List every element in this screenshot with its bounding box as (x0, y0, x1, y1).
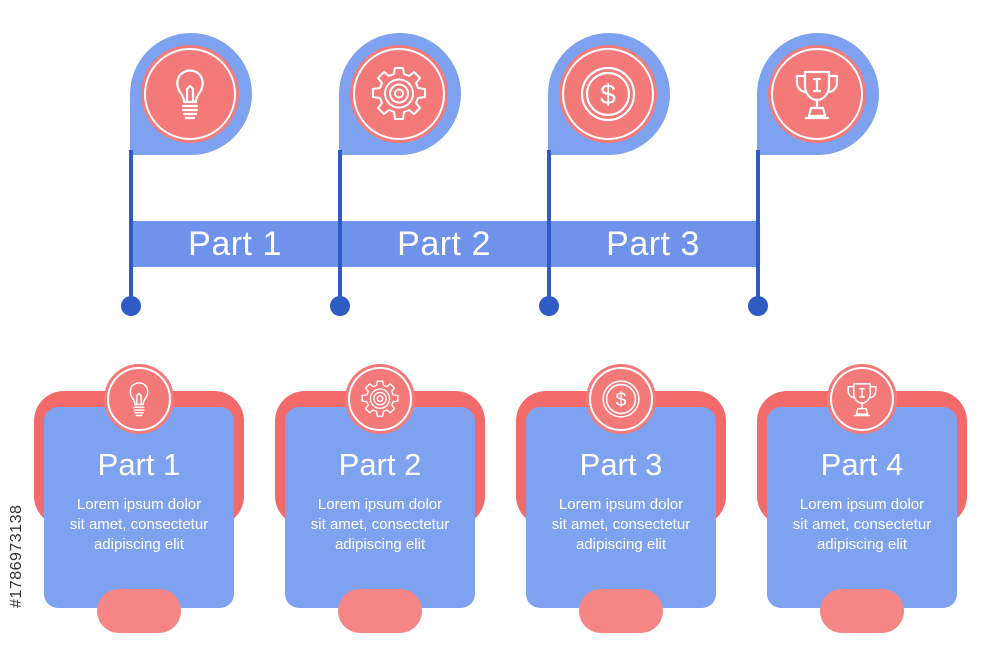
timeline-pin-circle-3 (562, 48, 654, 140)
timeline-pole-3 (547, 150, 551, 306)
timeline-segment-label-3: Part 3 (606, 225, 700, 263)
gear-icon (358, 377, 402, 421)
card-2-text-line-1: Lorem ipsum dolor (317, 496, 443, 513)
card-2-text-line-2: sit amet, consectetur (310, 516, 450, 533)
timeline-pole-2 (338, 150, 342, 306)
lightbulb-icon (158, 62, 222, 126)
card-2-icon-circle (348, 367, 412, 431)
trophy-icon (785, 62, 849, 126)
card-4-button[interactable] (820, 589, 904, 633)
card-1-text: Lorem ipsum dolor sit amet, consectetur … (44, 495, 234, 555)
card-2-title: Part 2 (338, 447, 422, 482)
card-1-text-line-1: Lorem ipsum dolor (76, 496, 202, 513)
dollar-coin-icon (599, 377, 643, 421)
card-2 (285, 407, 475, 608)
card-3 (526, 407, 716, 608)
card-1-icon-circle (107, 367, 171, 431)
card-1 (44, 407, 234, 608)
card-1-text-line-3: adipiscing elit (93, 536, 185, 553)
card-4 (767, 407, 957, 608)
dollar-coin-icon (576, 62, 640, 126)
timeline-segment-label-1: Part 1 (188, 225, 282, 263)
card-4-text-line-3: adipiscing elit (816, 536, 908, 553)
timeline-dot-2 (330, 296, 350, 316)
timeline-pole-4 (756, 150, 760, 306)
card-3-button[interactable] (579, 589, 663, 633)
card-4-title: Part 4 (820, 447, 904, 482)
card-4-text-line-2: sit amet, consectetur (792, 516, 932, 533)
card-3-text: Lorem ipsum dolor sit amet, consectetur … (526, 495, 716, 555)
card-4-icon-circle (830, 367, 894, 431)
card-2-text: Lorem ipsum dolor sit amet, consectetur … (285, 495, 475, 555)
card-3-title: Part 3 (579, 447, 663, 482)
card-2-text-line-3: adipiscing elit (334, 536, 426, 553)
card-4-text-line-1: Lorem ipsum dolor (799, 496, 925, 513)
timeline-dot-1 (121, 296, 141, 316)
timeline-band (130, 221, 758, 267)
card-1-text-line-2: sit amet, consectetur (69, 516, 209, 533)
timeline-pin-circle-1 (144, 48, 236, 140)
card-1-title: Part 1 (97, 447, 181, 482)
card-3-text-line-3: adipiscing elit (575, 536, 667, 553)
timeline-pin-circle-4 (771, 48, 863, 140)
card-2-button[interactable] (338, 589, 422, 633)
timeline-dot-4 (748, 296, 768, 316)
timeline-pin-circle-2 (353, 48, 445, 140)
gear-icon (367, 62, 431, 126)
timeline-segment-label-2: Part 2 (397, 225, 491, 263)
trophy-icon (840, 377, 884, 421)
timeline-dot-3 (539, 296, 559, 316)
card-4-text: Lorem ipsum dolor sit amet, consectetur … (767, 495, 957, 555)
card-1-button[interactable] (97, 589, 181, 633)
card-3-text-line-2: sit amet, consectetur (551, 516, 691, 533)
image-id-credit: #178697313​8 (8, 504, 25, 608)
timeline-pole-1 (129, 150, 133, 306)
card-3-text-line-1: Lorem ipsum dolor (558, 496, 684, 513)
lightbulb-icon (117, 377, 161, 421)
